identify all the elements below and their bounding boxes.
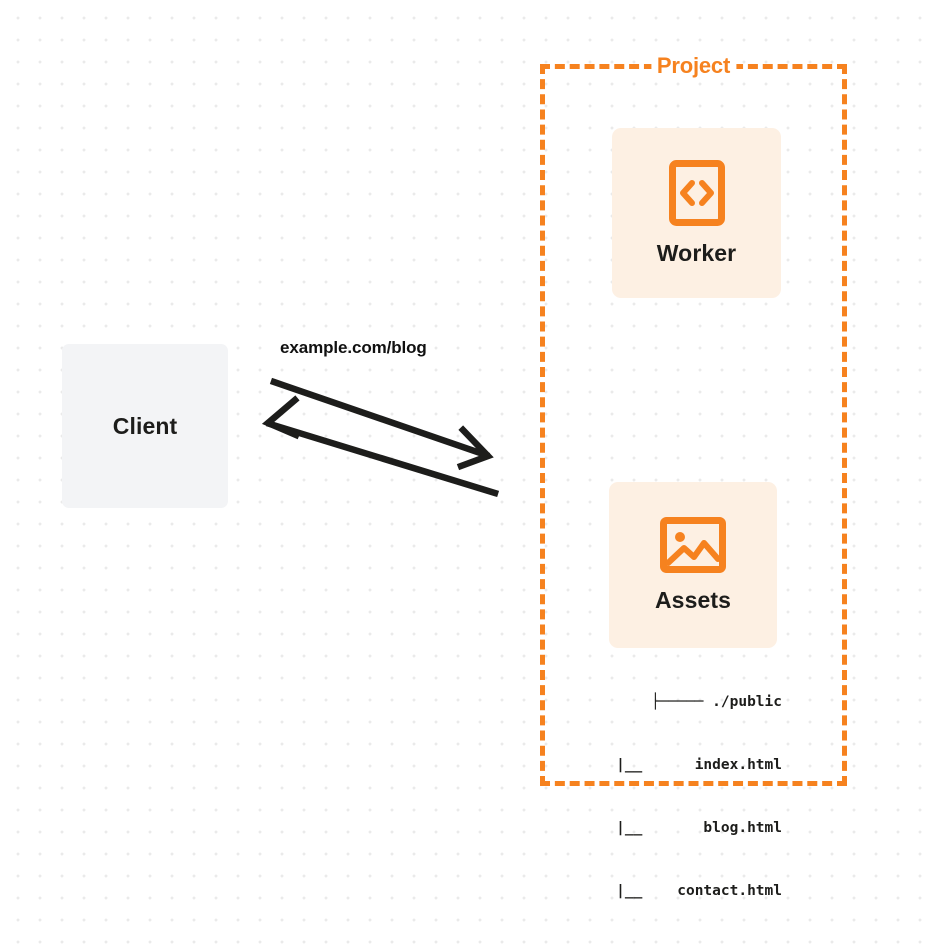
request-arrow — [269, 377, 494, 471]
diagram-canvas: Client example.com/blog Project Worker — [62, 53, 847, 899]
worker-card[interactable]: Worker — [612, 128, 781, 298]
worker-card-label: Worker — [656, 239, 737, 266]
asset-file-tree: ├───── ./public |__ index.html |__ blog.… — [588, 650, 782, 944]
client-node-label: Client — [112, 412, 178, 439]
assets-card[interactable]: Assets — [609, 482, 777, 648]
assets-card-label: Assets — [654, 586, 732, 613]
file-tree-branch: |__ — [616, 757, 643, 773]
file-tree-branch: |__ — [616, 883, 643, 899]
file-tree-name: blog.html — [703, 820, 782, 836]
file-tree-branch: |__ — [616, 820, 643, 836]
file-tree-branch: ├───── — [651, 694, 704, 710]
file-tree-row: ├───── ./public — [588, 692, 782, 713]
project-group: Project — [540, 53, 847, 786]
image-icon — [660, 516, 726, 573]
file-tree-row: |__ blog.html — [588, 818, 782, 839]
request-url-label: example.com/blog — [280, 338, 427, 357]
file-tree-row: |__ contact.html — [588, 881, 782, 902]
file-tree-name: index.html — [694, 757, 782, 773]
response-arrow — [261, 395, 500, 498]
file-tree-row: |__ index.html — [588, 755, 782, 776]
file-tree-name: contact.html — [677, 883, 782, 899]
client-node[interactable]: Client — [62, 344, 228, 508]
file-tree-name: ./public — [712, 694, 782, 710]
connection-arrows — [261, 377, 500, 498]
code-brackets-icon — [668, 159, 725, 226]
project-group-title: Project — [650, 53, 737, 79]
